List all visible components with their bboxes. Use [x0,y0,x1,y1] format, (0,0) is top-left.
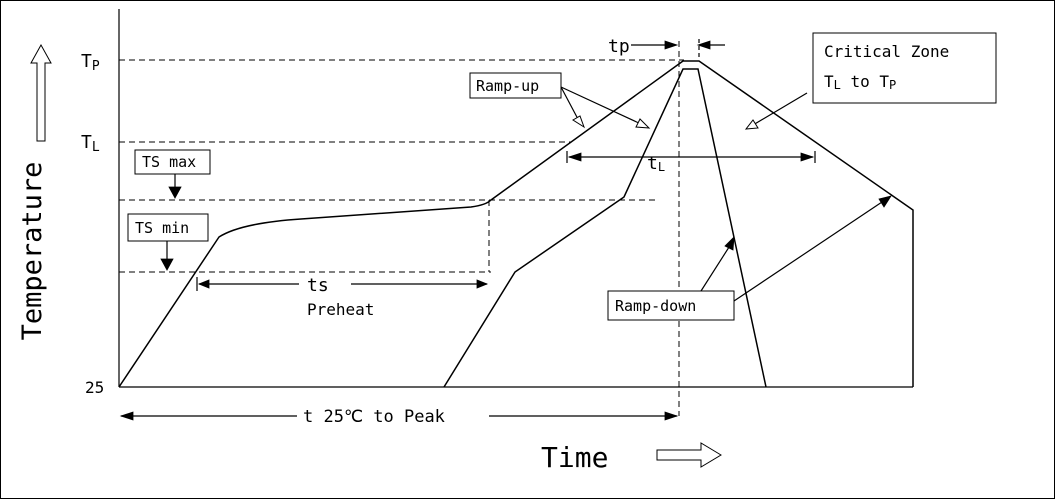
x-axis-arrow-icon [656,442,722,468]
ramp-up-arrow2-icon [635,118,651,129]
critical-zone-box [812,32,997,104]
ts-label: ts [307,275,329,296]
critical-zone-arrow-line [752,92,808,126]
y-axis-label: Temperature [17,162,48,341]
ramp-down-arrow1-line [700,243,732,292]
preheat-label: Preheat [307,300,374,319]
ts-left-arrow-icon [197,279,210,289]
tick-tp: TP [81,51,100,74]
ts-min-label: TS min [135,219,189,237]
upper-profile-curve [118,60,914,388]
ts-max-arrow-icon [168,186,182,199]
tl-right-arrow-icon [800,152,815,162]
tp-right-arrow-icon [696,40,711,50]
ts-min-box [127,213,209,242]
critical-zone-arrow-icon [744,119,759,130]
y-axis-arrow-icon [30,43,52,142]
ramp-down-arrow2-line [733,199,886,302]
tick-25: 25 [85,378,104,397]
ts-max-box [134,149,211,175]
ts-label-bg [299,273,351,293]
ts-max-label: TS max [142,153,196,171]
ramp-down-label: Ramp-down [615,297,696,315]
x-axis-label: Time [541,441,608,474]
ramp-down-arrow2-icon [878,195,892,208]
tp-label: tp [608,36,630,57]
ramp-down-box [607,290,735,321]
t25-label-bg [297,405,489,427]
ramp-down-arrow1-icon [724,235,735,251]
t25-left-arrow-icon [119,411,134,421]
tl-label: tL [647,153,665,174]
critical-zone-line1: Critical Zone [824,42,949,61]
lower-profile-curve [443,68,767,388]
t25-peak-label: t 25℃ to Peak [303,407,445,427]
ramp-up-label: Ramp-up [476,77,539,95]
ts-min-arrow-icon [160,258,174,271]
ts-right-arrow-icon [476,279,489,289]
ramp-up-arrow1-line [560,86,580,122]
t25-right-arrow-icon [664,411,679,421]
tick-tl: TL [81,132,100,155]
ramp-up-arrow1-icon [572,115,585,129]
tl-left-arrow-icon [567,152,582,162]
ramp-up-arrow2-line [560,86,642,125]
critical-zone-line2: TL to TP [824,72,896,92]
tp-left-arrow-icon [664,40,679,50]
ramp-up-box [469,72,562,99]
